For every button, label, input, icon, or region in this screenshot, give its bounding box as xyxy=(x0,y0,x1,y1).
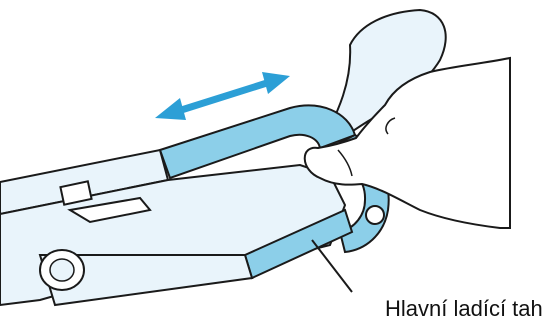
caption-label: Hlavní ladící tah xyxy=(385,296,543,322)
water-key xyxy=(366,206,384,224)
movement-arrow xyxy=(155,72,290,120)
valve-knob-inner xyxy=(50,259,74,281)
